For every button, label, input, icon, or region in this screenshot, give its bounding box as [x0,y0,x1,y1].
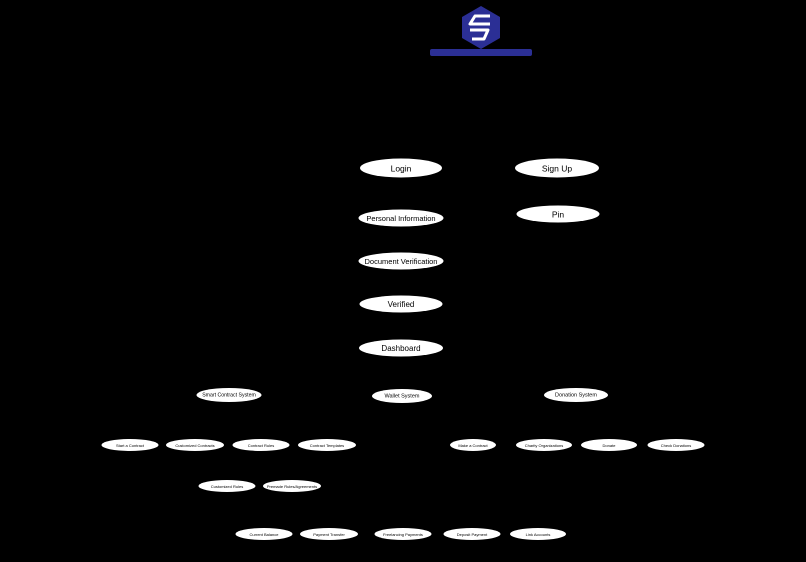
node-shape-payment-transfer [300,528,358,540]
node-link-accounts: Link Accounts [510,528,566,540]
node-label-check-donations: Check Donations [661,443,691,448]
node-verified: Verified [359,295,443,313]
node-shape-verified [359,295,443,313]
hexagon-logo-icon [462,6,500,49]
node-contract-templates: Contract Templates [298,439,356,451]
node-shape-premade-rules-agreements [263,480,321,492]
node-label-customized-rules: Customized Rules [211,484,243,489]
node-start-a-contract: Start a Contract [101,439,159,451]
node-shape-customized-rules [198,480,256,492]
node-label-verified: Verified [388,300,415,309]
node-shape-dashboard [359,339,443,357]
node-shape-pin [516,205,600,223]
node-shape-personal-information [358,209,444,227]
node-label-smart-contract-system: Smart Contract System [202,393,256,399]
node-shape-smart-contract-system [196,388,262,402]
node-pin: Pin [516,205,600,223]
node-shape-start-a-contract [101,439,159,451]
node-freelancing-payments: Freelancing Payments [374,528,432,540]
node-label-customized-contracts: Customized Contracts [175,443,214,448]
node-shape-check-donations [647,439,705,451]
node-label-pin: Pin [552,210,565,220]
node-make-a-contract: Make a Contract [450,439,496,451]
node-label-make-a-contract: Make a Contract [458,443,488,448]
node-label-deposit-payment: Deposit Payment [457,532,488,537]
node-label-donation-system: Donation System [555,393,597,399]
node-charity-organizations: Charity Organizations [516,439,572,451]
node-customized-contracts: Customized Contracts [166,439,224,451]
node-donation-system: Donation System [544,388,608,402]
node-label-personal-information: Personal Information [366,214,435,223]
node-shape-wallet-system [372,389,432,403]
node-shape-customized-contracts [166,439,224,451]
node-shape-contract-templates [298,439,356,451]
node-label-premade-rules-agreements: Premade Rules/Agreements [267,484,317,489]
node-label-document-verification: Document Verification [365,257,438,266]
node-label-donate: Donate [603,443,617,448]
node-label-sign-up: Sign Up [542,164,573,174]
node-label-payment-transfer: Payment Transfer [313,532,345,537]
node-label-dashboard: Dashboard [381,344,420,353]
node-shape-charity-organizations [516,439,572,451]
node-shape-login [360,158,442,178]
node-label-charity-organizations: Charity Organizations [525,443,563,448]
node-wallet-system: Wallet System [372,389,432,403]
node-deposit-payment: Deposit Payment [443,528,501,540]
node-customized-rules: Customized Rules [198,480,256,492]
node-smart-contract-system: Smart Contract System [196,388,262,402]
node-premade-rules-agreements: Premade Rules/Agreements [263,480,321,492]
node-label-start-a-contract: Start a Contract [116,443,145,448]
node-shape-document-verification [358,252,444,270]
node-shape-link-accounts [510,528,566,540]
node-sign-up: Sign Up [515,158,599,178]
node-shape-sign-up [515,158,599,178]
node-contract-rules: Contract Rules [232,439,290,451]
node-shape-make-a-contract [450,439,496,451]
node-label-current-balance: Current Balance [250,532,280,537]
node-label-wallet-system: Wallet System [385,394,420,400]
node-label-login: Login [391,164,412,174]
node-label-contract-rules: Contract Rules [248,443,274,448]
node-dashboard: Dashboard [359,339,443,357]
logo-wordmark [430,49,532,56]
node-shape-donate [581,439,637,451]
node-personal-information: Personal Information [358,209,444,227]
node-shape-current-balance [235,528,293,540]
node-donate: Donate [581,439,637,451]
node-shape-freelancing-payments [374,528,432,540]
node-payment-transfer: Payment Transfer [300,528,358,540]
node-shape-deposit-payment [443,528,501,540]
node-login: Login [360,158,442,178]
node-label-contract-templates: Contract Templates [310,443,344,448]
node-document-verification: Document Verification [358,252,444,270]
node-check-donations: Check Donations [647,439,705,451]
node-shape-contract-rules [232,439,290,451]
node-shape-donation-system [544,388,608,402]
node-label-link-accounts: Link Accounts [526,532,551,537]
nodes-layer: Login Sign Up Personal Information PinDocum… [101,158,705,540]
logo [430,6,532,56]
node-current-balance: Current Balance [235,528,293,540]
node-label-freelancing-payments: Freelancing Payments [383,532,423,537]
